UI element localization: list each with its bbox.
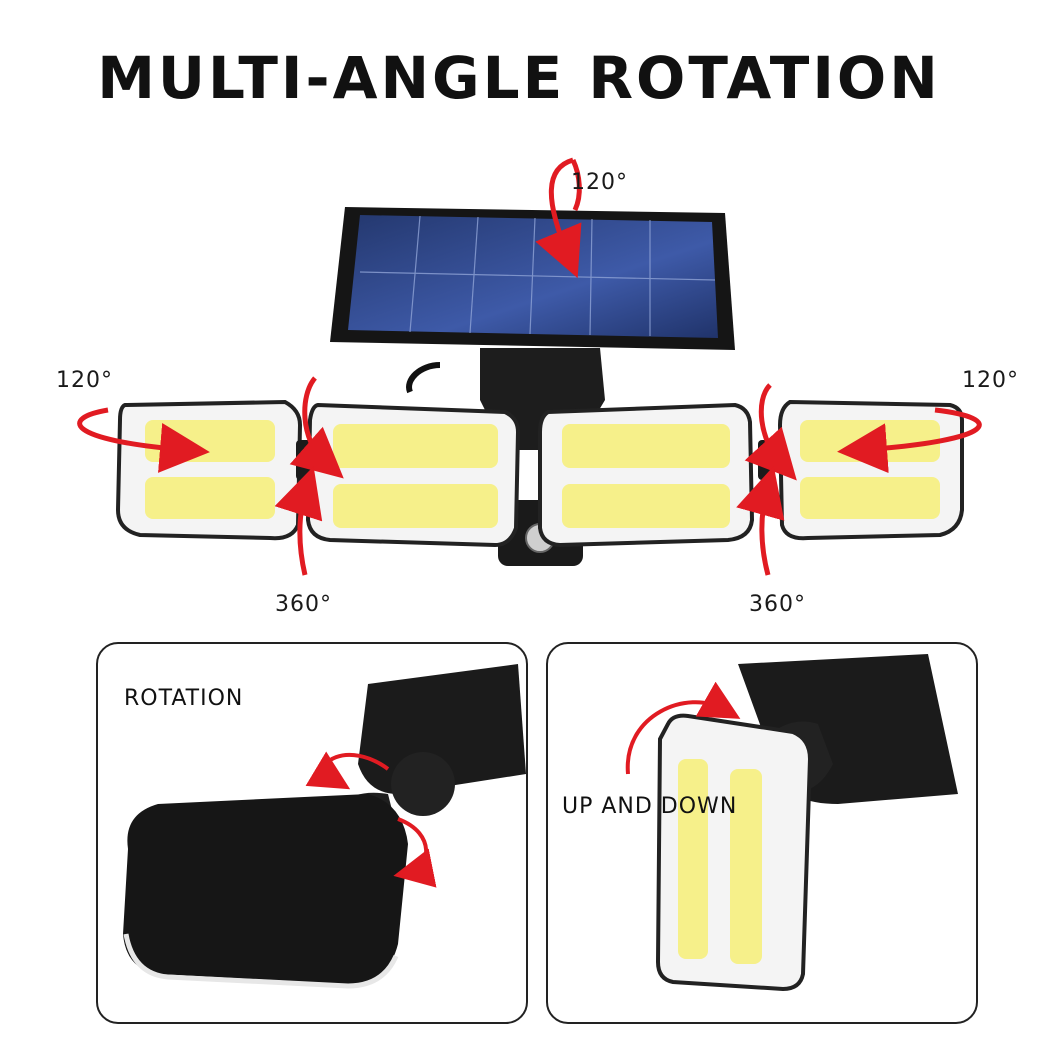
right-bottom-angle-label: 360° (749, 592, 806, 617)
up-and-down-panel: UP AND DOWN (546, 642, 978, 1024)
top-angle-label: 120° (571, 170, 628, 195)
lamp-head-left-outer (115, 399, 303, 541)
rotation-panel: ROTATION (96, 642, 528, 1024)
up-and-down-illustration (625, 654, 958, 992)
left-angle-label: 120° (56, 368, 113, 393)
rotation-illustration (123, 664, 526, 989)
page-title: MULTI-ANGLE ROTATION (97, 44, 941, 112)
up-and-down-label: UP AND DOWN (562, 794, 738, 819)
lamp-head-right-inner (538, 402, 755, 548)
right-angle-label: 120° (962, 368, 1019, 393)
lamp-head-left-inner (305, 402, 521, 548)
left-bottom-angle-label: 360° (275, 592, 332, 617)
lamp-head-right-outer (777, 399, 964, 541)
rotation-arrows (77, 157, 982, 576)
rotation-label: ROTATION (124, 686, 244, 711)
product-illustration (77, 157, 982, 576)
solar-panel (330, 207, 735, 350)
